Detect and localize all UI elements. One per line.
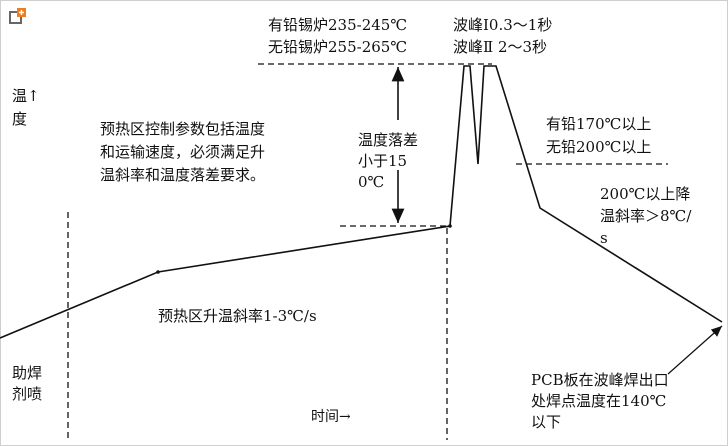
preheat-slope-label: 预热区升温斜率1-3℃/s xyxy=(158,307,317,325)
axis-time-label: 时间→ xyxy=(311,409,351,425)
wave1-time: 波峰Ⅰ0.3～1秒 xyxy=(453,16,552,34)
exit-temp-label: PCB板在波峰焊出口处焊点温度在140℃以下 xyxy=(531,371,669,431)
wave2-time: 波峰Ⅱ 2～3秒 xyxy=(453,38,547,56)
profile-point-preheat xyxy=(156,270,160,274)
add-frame-icon[interactable] xyxy=(9,8,26,24)
preheat-note: 预热区控制参数包括温度和运输速度，必须满足升温斜率和温度落差要求。 xyxy=(100,120,265,184)
above-temp-leadfree: 无铅200℃以上 xyxy=(546,138,651,156)
above-temp-leaded: 有铅170℃以上 xyxy=(546,115,651,133)
axis-temp-label-part1: 温↑度 xyxy=(12,87,40,128)
cooling-slope-label: 200℃以上降温斜率＞8℃/s xyxy=(600,185,692,247)
furnace-temp-leaded: 有铅锡炉235-245℃ xyxy=(268,16,407,34)
profile-point-wave-start xyxy=(448,224,452,228)
furnace-temp-leadfree: 无铅锡炉255-265℃ xyxy=(268,38,407,56)
temperature-profile-curve xyxy=(0,65,723,339)
flux-label: 助焊剂喷 xyxy=(12,364,42,403)
exit-temp-leader-line xyxy=(667,325,723,375)
